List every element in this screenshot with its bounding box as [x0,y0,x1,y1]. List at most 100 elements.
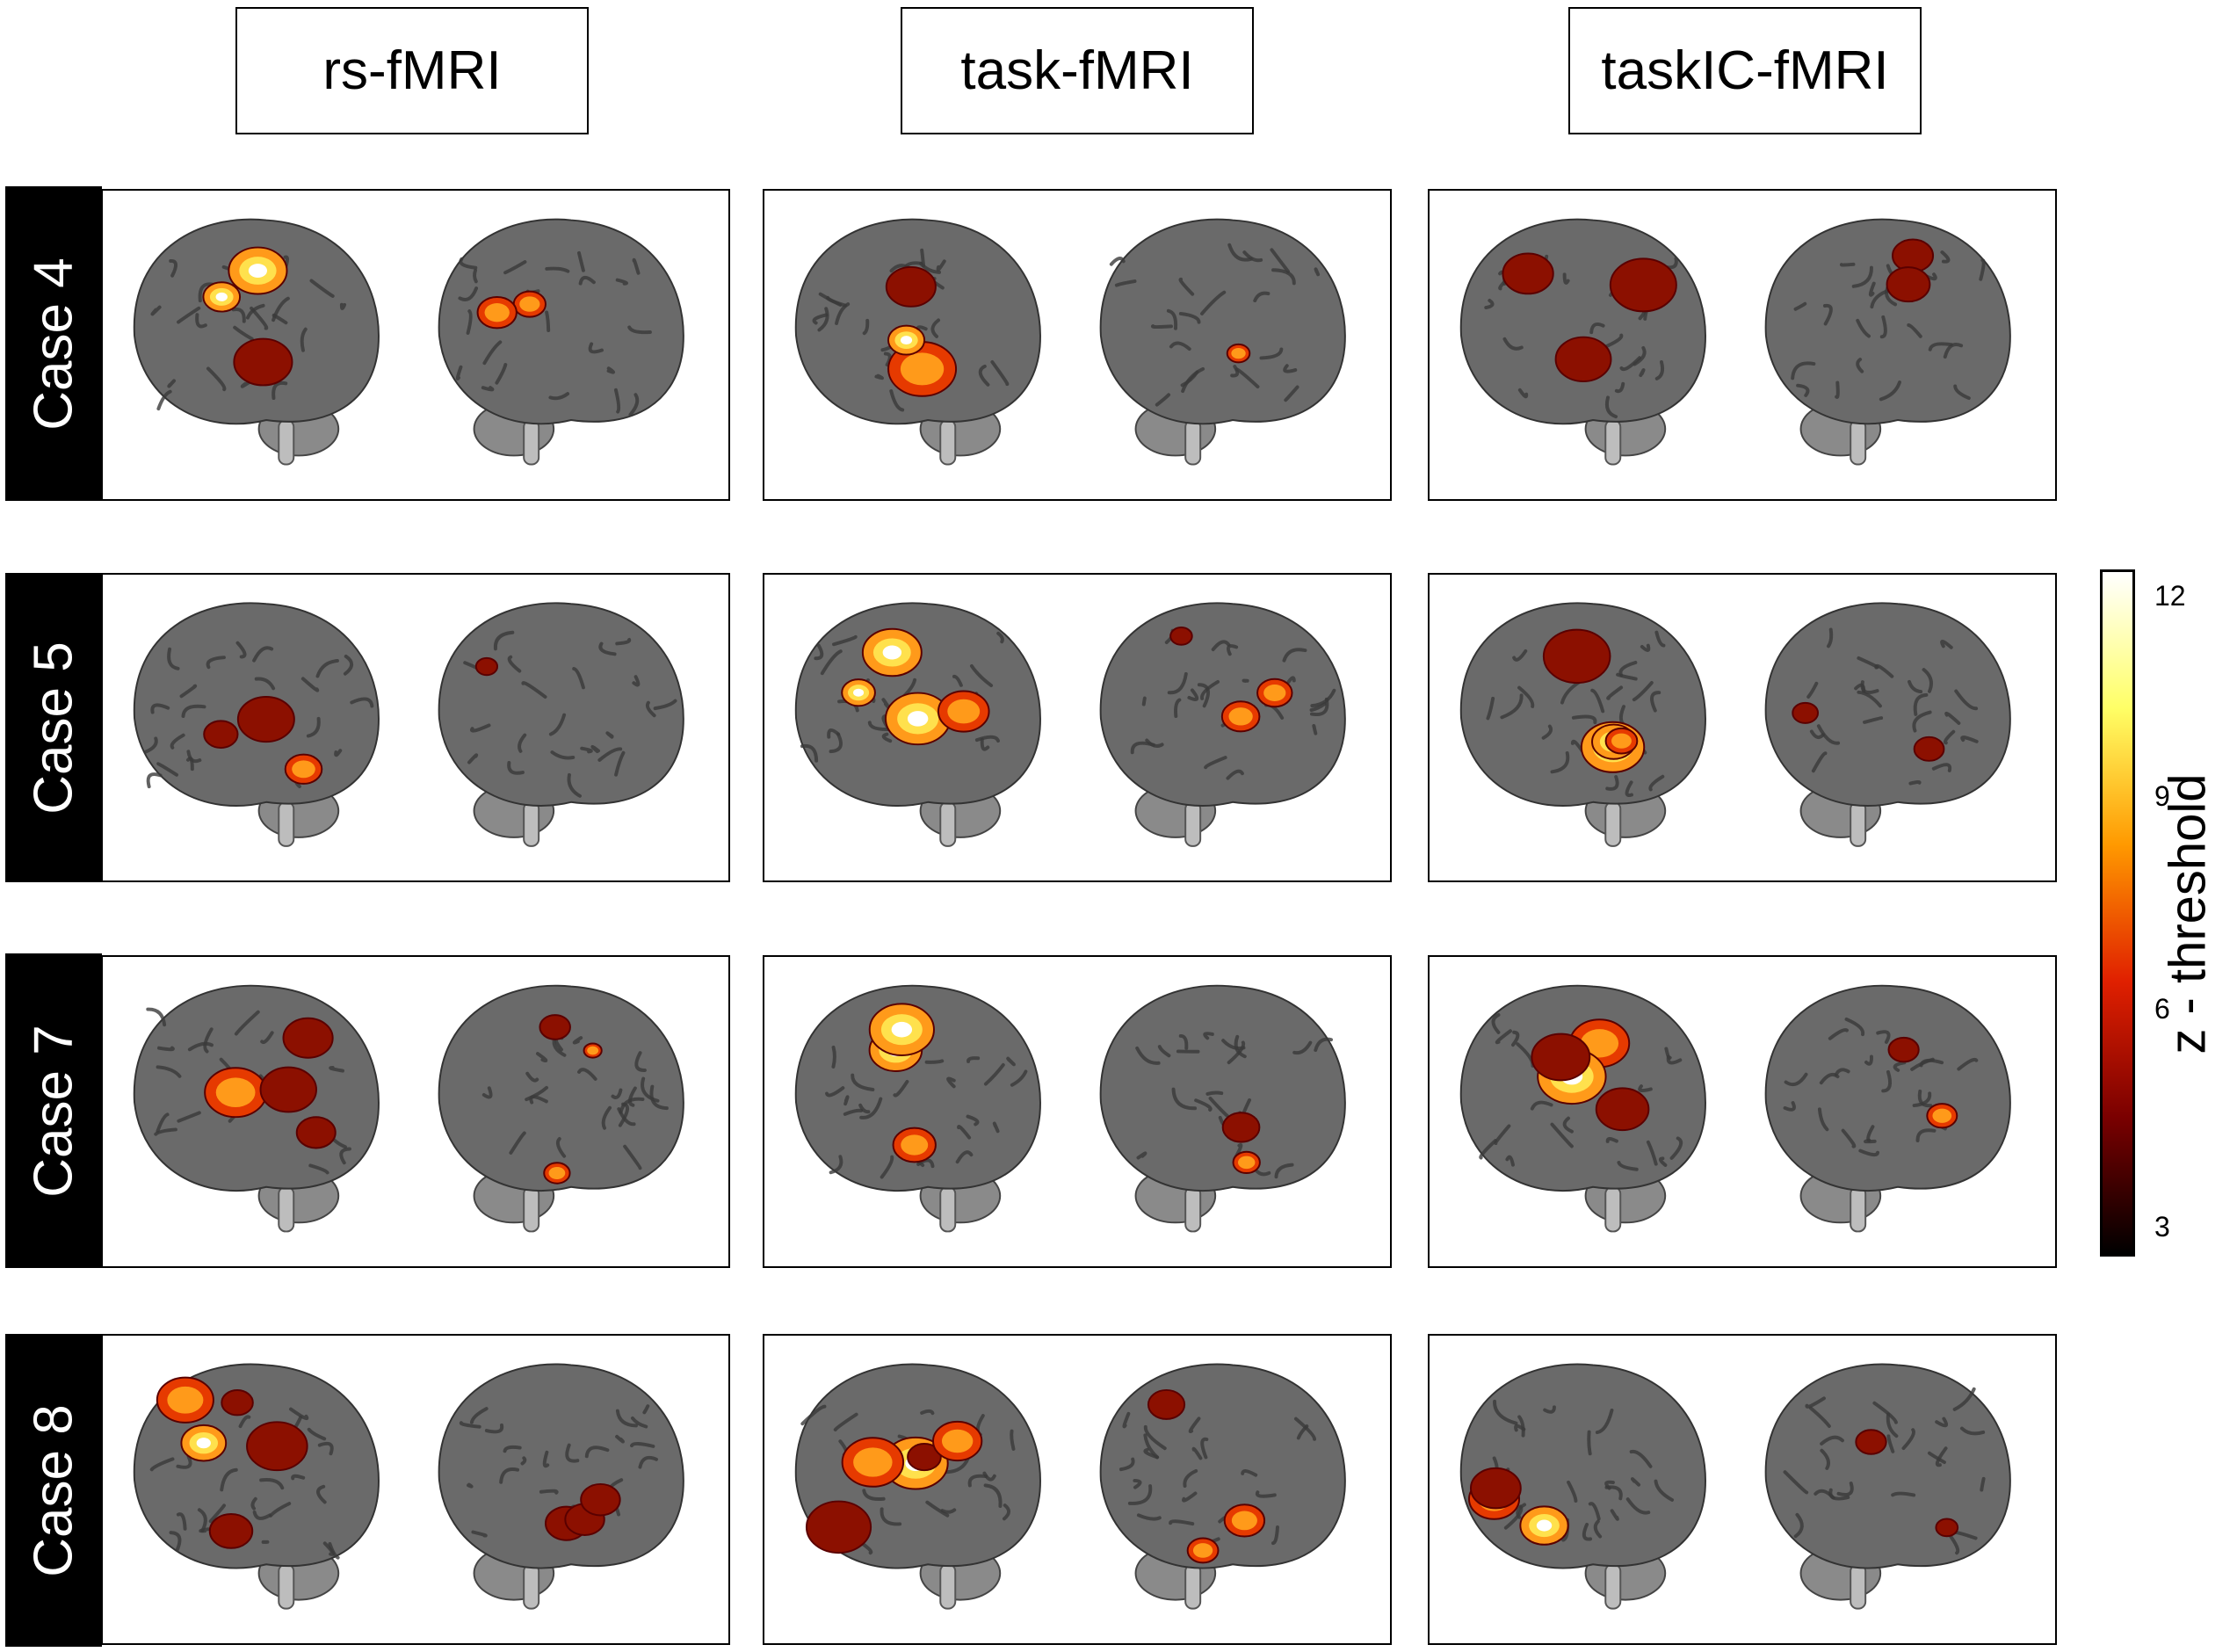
cortex-surface [438,1363,684,1569]
sulcus [157,1046,175,1052]
brainstem [1184,801,1202,847]
sulcus [536,1052,548,1062]
sulcus [1863,716,1884,724]
sulcus [1872,1401,1898,1424]
brainstem [1850,801,1867,847]
column-header-rs-fmri: rs-fMRI [235,7,589,134]
sulcus [308,1163,329,1175]
sulcus [843,1108,864,1116]
sulcus [1562,1116,1574,1134]
sulcus [240,380,251,388]
sulcus [254,677,276,691]
sulcus [627,325,652,335]
sulcus [1881,1069,1893,1093]
sulcus [525,1085,549,1102]
sulcus [518,733,527,753]
sulcus [1638,1084,1653,1093]
sulcus [1271,268,1296,286]
sulcus [1841,1128,1857,1148]
activation-peak [853,688,865,697]
sulcus [829,1155,843,1175]
sulcus [339,302,347,311]
sulcus [1819,1072,1840,1085]
right-hemisphere [1099,218,1346,466]
sulcus [1479,1139,1497,1160]
sulcus [966,1114,980,1127]
panel-case-8-task-fmri [763,1334,1392,1645]
sulcus [1633,345,1647,366]
sulcus [1204,756,1227,770]
right-hemisphere [1764,1363,2011,1610]
sulcus [1010,1069,1028,1087]
sulcus [1200,679,1220,700]
sulcus [1314,1037,1333,1052]
sulcus [1908,679,1923,694]
sulcus [1516,1503,1527,1519]
sulcus [615,1434,626,1444]
activation-peak [907,711,929,727]
sulcus [467,1482,474,1489]
activation-cluster [1609,257,1677,313]
sulcus [1571,714,1597,725]
sulcus [1605,775,1619,791]
column-header-label: task-fMRI [960,40,1194,101]
sulcus [156,762,179,777]
left-hemisphere [794,602,1041,847]
activation-cluster [1595,1087,1650,1132]
colorbar-tick-12: 12 [2154,580,2186,612]
sulcus [880,1155,894,1179]
sulcus [843,1095,850,1106]
sulcus [867,721,890,731]
sulcus [925,1500,950,1518]
sulcus [520,1456,527,1466]
sulcus [1589,322,1605,335]
sulcus [628,393,640,417]
sulcus [1230,365,1240,378]
activation-cluster [1147,1388,1186,1420]
activation-cluster [1935,1518,1959,1538]
sulcus [1874,663,1894,678]
sulcus [645,700,656,718]
sulcus [1203,1032,1214,1040]
sulcus [1796,383,1810,397]
sulcus [820,649,843,676]
activation-cluster [1887,1036,1920,1063]
sulcus [1619,356,1641,372]
sulcus [1793,301,1807,311]
sulcus [315,659,339,678]
sulcus [1827,627,1834,648]
sulcus [952,674,963,687]
sulcus [260,1031,274,1044]
sulcus [1856,318,1871,338]
sulcus [1658,1156,1668,1167]
sulcus [946,1076,956,1089]
sulcus [1226,769,1244,780]
activation-cluster [208,1513,254,1549]
sulcus [642,1404,650,1415]
sulcus [1505,1155,1515,1167]
sulcus [832,634,858,647]
sulcus [1879,315,1887,339]
activation-core [1231,1511,1257,1531]
sulcus [1133,1478,1142,1489]
right-hemisphere [438,984,684,1233]
column-header-label: taskIC-fMRI [1601,40,1889,101]
sulcus [835,302,851,325]
brainstem [523,1185,540,1233]
left-hemisphere [1459,984,1706,1233]
brainstem [523,1563,540,1610]
sulcus [983,1483,1003,1508]
sulcus [1632,681,1654,702]
sulcus [481,1086,493,1099]
sulcus [1813,1489,1835,1500]
column-header-taskic-fmri: taskIC-fMRI [1568,7,1922,134]
panel-case-5-task-fmri [763,573,1392,882]
brain-render [133,602,684,847]
sulcus [156,1112,170,1134]
brainstem [939,1563,957,1610]
sulcus [874,373,884,380]
activation-cluster [805,1500,872,1554]
sulcus [613,388,621,414]
sulcus [235,641,247,659]
activation-cluster [259,1066,317,1113]
